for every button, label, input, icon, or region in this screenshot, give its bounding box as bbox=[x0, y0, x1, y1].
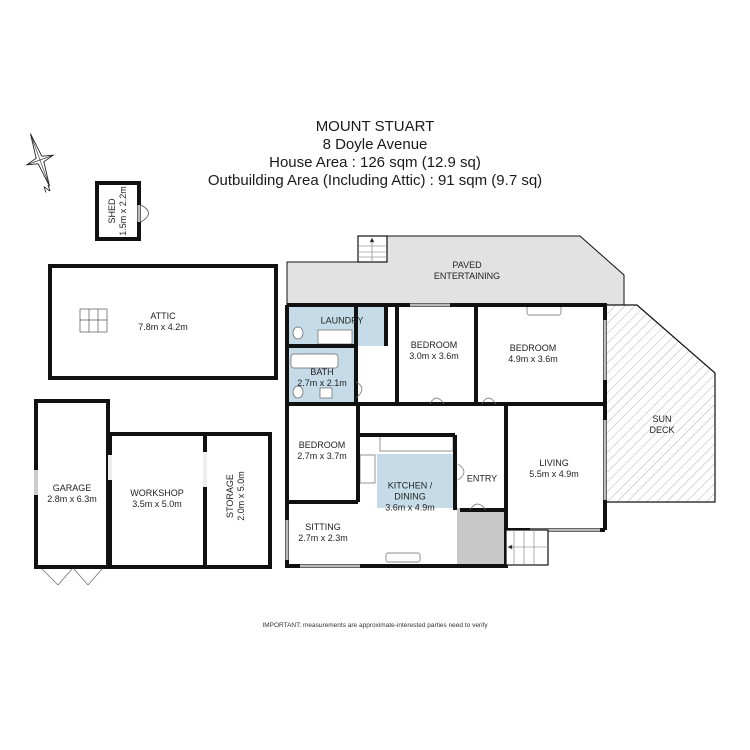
shed bbox=[95, 181, 149, 241]
laundry-bench-icon bbox=[317, 329, 353, 345]
fireplace-icon bbox=[385, 552, 421, 563]
window-seat-icon bbox=[526, 305, 562, 316]
north-arrow-icon bbox=[25, 133, 55, 187]
toilet-icon bbox=[292, 326, 304, 340]
kitchen-bench-icon bbox=[379, 435, 454, 452]
suburb-title: MOUNT STUART bbox=[315, 118, 435, 135]
door-swing-icon bbox=[355, 381, 497, 511]
door-swing-icon bbox=[140, 204, 149, 223]
kitchen-floor bbox=[377, 454, 454, 508]
basin-icon bbox=[319, 387, 333, 399]
attic bbox=[48, 264, 278, 380]
stair-icon bbox=[505, 529, 549, 566]
sun-deck bbox=[604, 304, 716, 503]
room-label-laundry: LAUNDRY bbox=[320, 315, 364, 326]
toilet-icon bbox=[292, 385, 304, 399]
outbuilding bbox=[34, 399, 272, 569]
stair-icon bbox=[79, 308, 108, 333]
bathtub-icon bbox=[290, 353, 339, 369]
garage-door-swing-icon bbox=[41, 568, 103, 586]
compass-label: N bbox=[42, 183, 52, 195]
room-label-entry: ENTRY bbox=[466, 473, 498, 484]
disclaimer: IMPORTANT: measurements are approximate-… bbox=[262, 622, 488, 629]
plan-header: MOUNT STUART 8 Doyle Avenue House Area :… bbox=[0, 118, 750, 190]
house-area: House Area : 126 sqm (12.9 sq) bbox=[269, 154, 481, 171]
outbuilding-area: Outbuilding Area (Including Attic) : 91 … bbox=[207, 172, 543, 189]
stair-icon bbox=[357, 235, 388, 263]
stove-icon bbox=[359, 454, 376, 484]
address: 8 Doyle Avenue bbox=[322, 136, 428, 153]
porch-floor bbox=[457, 508, 506, 565]
